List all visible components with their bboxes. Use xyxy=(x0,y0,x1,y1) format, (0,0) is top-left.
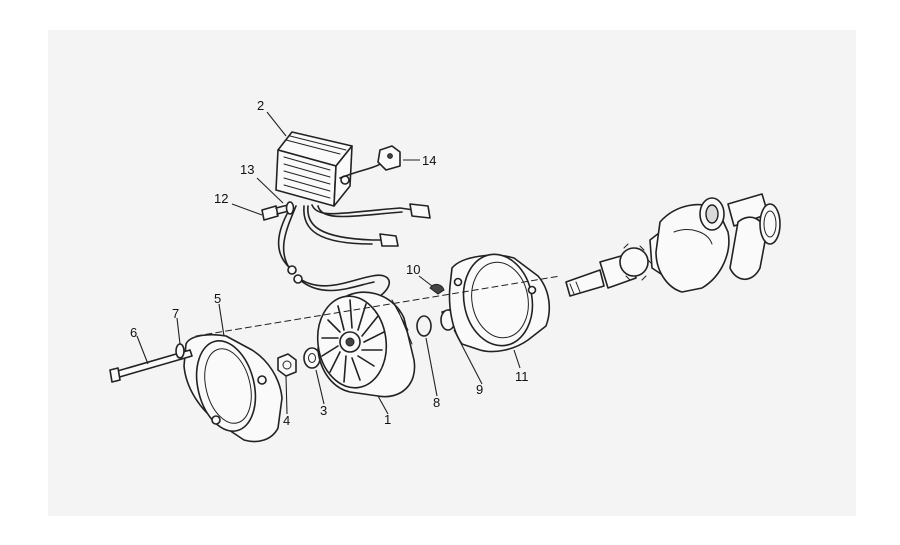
callout-10: 10 xyxy=(406,262,420,277)
part-1-rotor xyxy=(316,291,416,398)
part-13-washer xyxy=(285,201,295,215)
callout-5: 5 xyxy=(214,291,221,306)
part-8-snap-ring xyxy=(416,315,432,337)
callout-11: 11 xyxy=(515,369,529,384)
crankshaft xyxy=(565,193,781,297)
part-14-connector xyxy=(377,145,401,171)
callout-8: 8 xyxy=(433,395,440,410)
callout-6: 6 xyxy=(130,325,137,340)
assembly-axis-line xyxy=(195,275,561,337)
part-6-bolt xyxy=(109,349,193,383)
callout-labels: 2 14 13 12 10 5 7 6 4 3 1 8 9 11 xyxy=(130,98,529,428)
callout-7: 7 xyxy=(172,306,179,321)
callout-13: 13 xyxy=(240,162,254,177)
callout-3: 3 xyxy=(320,403,327,418)
part-2-regulator xyxy=(275,131,431,275)
part-12-screw xyxy=(261,204,290,221)
part-11-rear-housing xyxy=(448,253,551,353)
part-7-washer xyxy=(175,343,185,359)
part-5-front-cover xyxy=(183,333,283,443)
callout-2: 2 xyxy=(257,98,264,113)
stator-wire-lead xyxy=(293,274,391,297)
part-4-nut xyxy=(277,353,297,377)
callout-4: 4 xyxy=(283,413,290,428)
callout-9: 9 xyxy=(476,382,483,397)
callout-1: 1 xyxy=(384,412,391,427)
callout-14: 14 xyxy=(422,153,436,168)
callout-12: 12 xyxy=(214,191,228,206)
leader-lines xyxy=(136,111,521,415)
